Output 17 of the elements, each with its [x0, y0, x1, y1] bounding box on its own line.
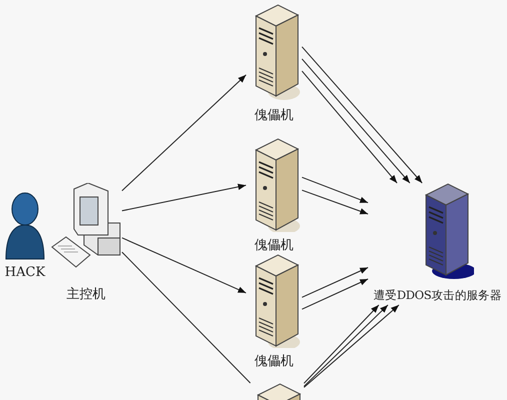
connector-line	[122, 252, 251, 384]
server-label: 傀儡机	[254, 238, 294, 254]
arrow	[302, 70, 398, 184]
arrow	[302, 46, 423, 184]
person-label: HACK	[4, 265, 46, 281]
server-label: 遭受DDOS攻击的服务器	[372, 287, 503, 303]
computer-label: 主控机	[66, 287, 106, 303]
arrow	[302, 58, 410, 184]
server-label: 傀儡机	[254, 354, 294, 370]
server-label: 傀儡机	[254, 108, 294, 124]
arrow	[302, 176, 368, 204]
arrow	[302, 278, 368, 310]
arrow	[302, 267, 368, 298]
arrow	[122, 184, 246, 212]
arrow	[122, 237, 246, 294]
arrow	[122, 74, 246, 192]
arrow	[302, 190, 368, 214]
